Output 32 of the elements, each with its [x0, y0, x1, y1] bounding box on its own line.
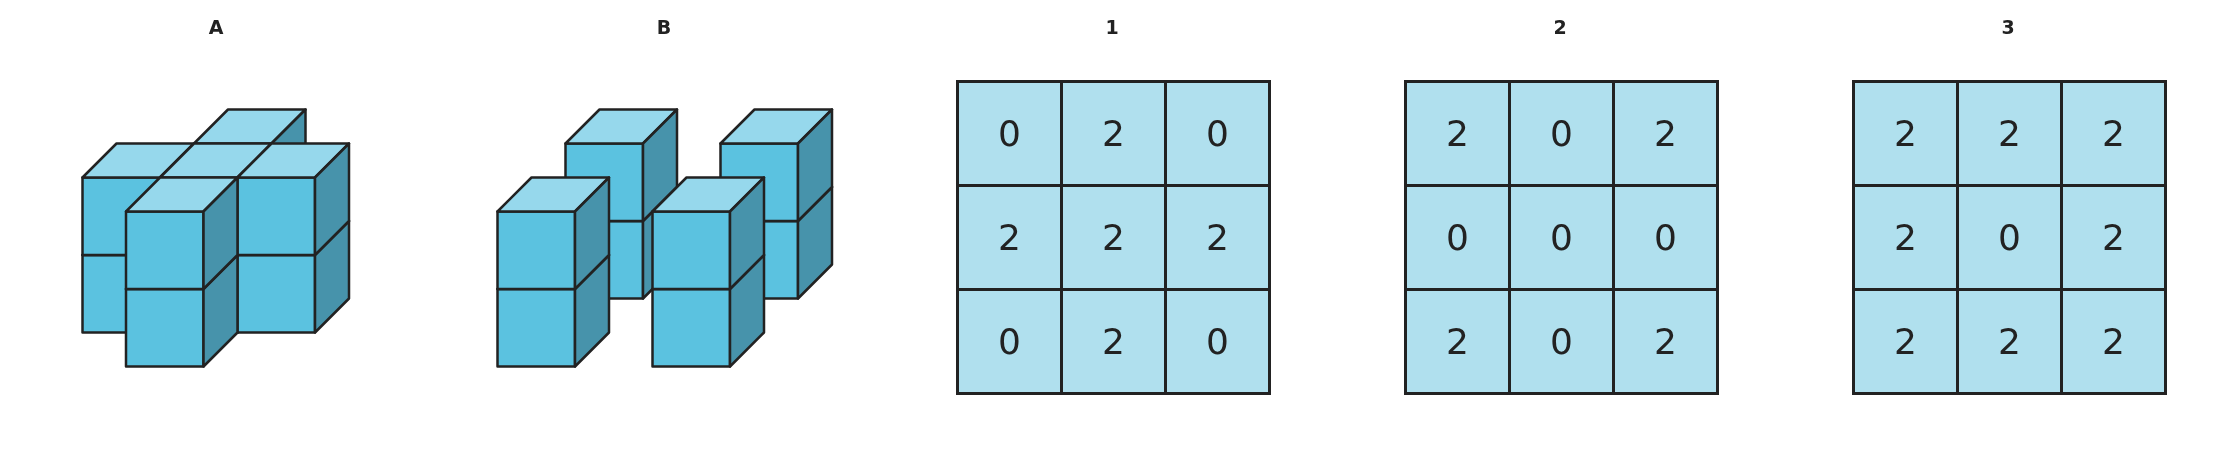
number-cell: 2 [959, 187, 1060, 288]
number-cell: 2 [1959, 83, 2060, 184]
panel-label: 2 [1553, 15, 1567, 39]
number-cell: 2 [2063, 187, 2164, 288]
number-cell: 0 [959, 83, 1060, 184]
number-cell: 2 [1407, 83, 1508, 184]
number-cell: 0 [1167, 291, 1268, 392]
number-cell: 0 [1511, 83, 1612, 184]
number-cell: 2 [1855, 83, 1956, 184]
number-cell: 2 [1615, 291, 1716, 392]
number-cell: 0 [1511, 291, 1612, 392]
number-cell: 2 [1855, 291, 1956, 392]
number-cell: 2 [1407, 291, 1508, 392]
number-cell: 0 [1615, 187, 1716, 288]
number-cell: 2 [1615, 83, 1716, 184]
number-cell: 2 [1855, 187, 1956, 288]
number-cell: 2 [2063, 291, 2164, 392]
number-cell: 2 [1959, 291, 2060, 392]
number-cell: 2 [1063, 291, 1164, 392]
panel-label: A [208, 15, 224, 39]
number-cell: 2 [1063, 187, 1164, 288]
number-cell: 0 [959, 291, 1060, 392]
panel-label: 3 [2001, 15, 2015, 39]
number-cell: 2 [1063, 83, 1164, 184]
number-cell: 2 [1167, 187, 1268, 288]
panel-label: B [656, 15, 672, 39]
panel-label: 1 [1105, 15, 1119, 39]
number-cell: 0 [1511, 187, 1612, 288]
number-cell: 2 [2063, 83, 2164, 184]
number-cell: 0 [1167, 83, 1268, 184]
number-cell: 0 [1959, 187, 2060, 288]
number-cell: 0 [1407, 187, 1508, 288]
